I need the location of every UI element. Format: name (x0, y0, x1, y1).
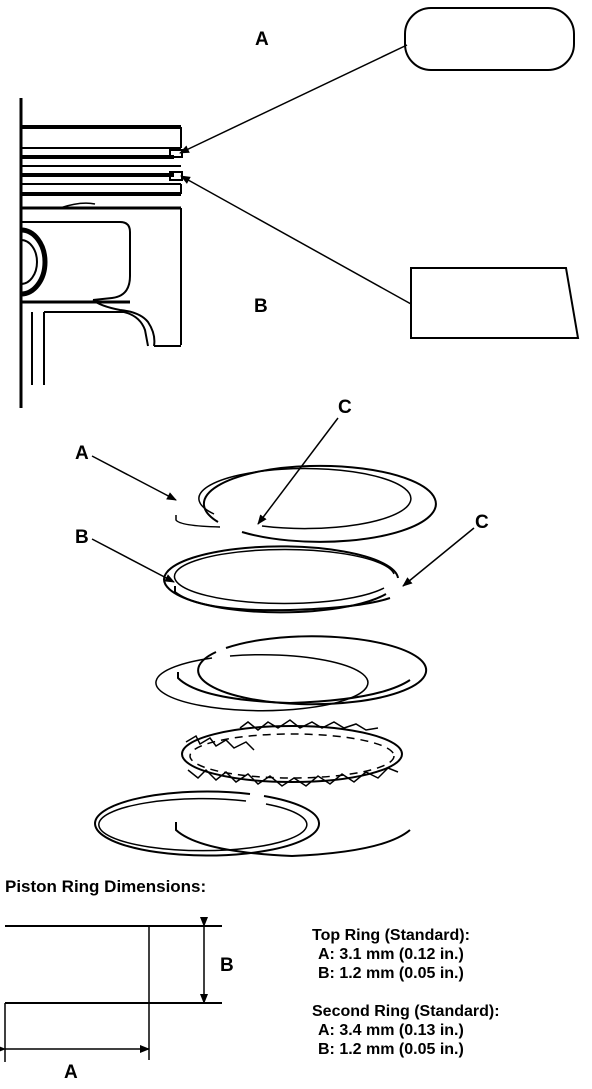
dimension-a-label: A (64, 1062, 78, 1083)
label-top-ring: A (255, 29, 269, 50)
dimension-b-label: B (220, 955, 234, 976)
ring-cross-section (0, 917, 222, 1062)
top-ring-a: A: 3.1 mm (0.12 in.) (318, 946, 464, 963)
plain-ring (155, 635, 428, 712)
rod-outline (44, 311, 149, 347)
top-ring (175, 464, 437, 543)
second-ring-a: A: 3.4 mm (0.13 in.) (318, 1022, 464, 1039)
ring-set (94, 464, 437, 858)
second-ring (163, 545, 399, 614)
top-ring-title: Top Ring (Standard): (312, 927, 470, 944)
top-ring-in-groove (169, 149, 183, 158)
pin-bore-arc (20, 227, 48, 297)
boss-curve (92, 299, 156, 347)
label-gap-c2: C (475, 512, 489, 533)
label-ring-a: A (75, 443, 89, 464)
dimensions-title: Piston Ring Dimensions: (5, 877, 206, 896)
top-ring-b: B: 1.2 mm (0.05 in.) (318, 965, 464, 982)
callout-second-ring (410, 267, 580, 339)
label-second-ring: B (254, 296, 268, 317)
callout-top-ring (404, 7, 575, 71)
oil-ring-expander (181, 719, 403, 787)
rail-ring (94, 790, 411, 858)
pin-bore-inner (20, 239, 38, 285)
piston-section (19, 98, 183, 408)
arrow-ring-a (91, 455, 177, 501)
arrow-top-ring (179, 44, 408, 154)
pin-boss (21, 221, 131, 301)
arrow-gap-c1 (257, 417, 339, 525)
label-ring-b: B (75, 527, 89, 548)
skirt-shading (59, 202, 96, 209)
second-ring-b: B: 1.2 mm (0.05 in.) (318, 1041, 464, 1058)
label-gap-c1: C (338, 397, 352, 418)
arrow-gap-c2 (402, 527, 475, 587)
arrow-ring-b (91, 538, 175, 583)
second-ring-title: Second Ring (Standard): (312, 1003, 500, 1020)
arrow-second-ring (180, 175, 412, 305)
